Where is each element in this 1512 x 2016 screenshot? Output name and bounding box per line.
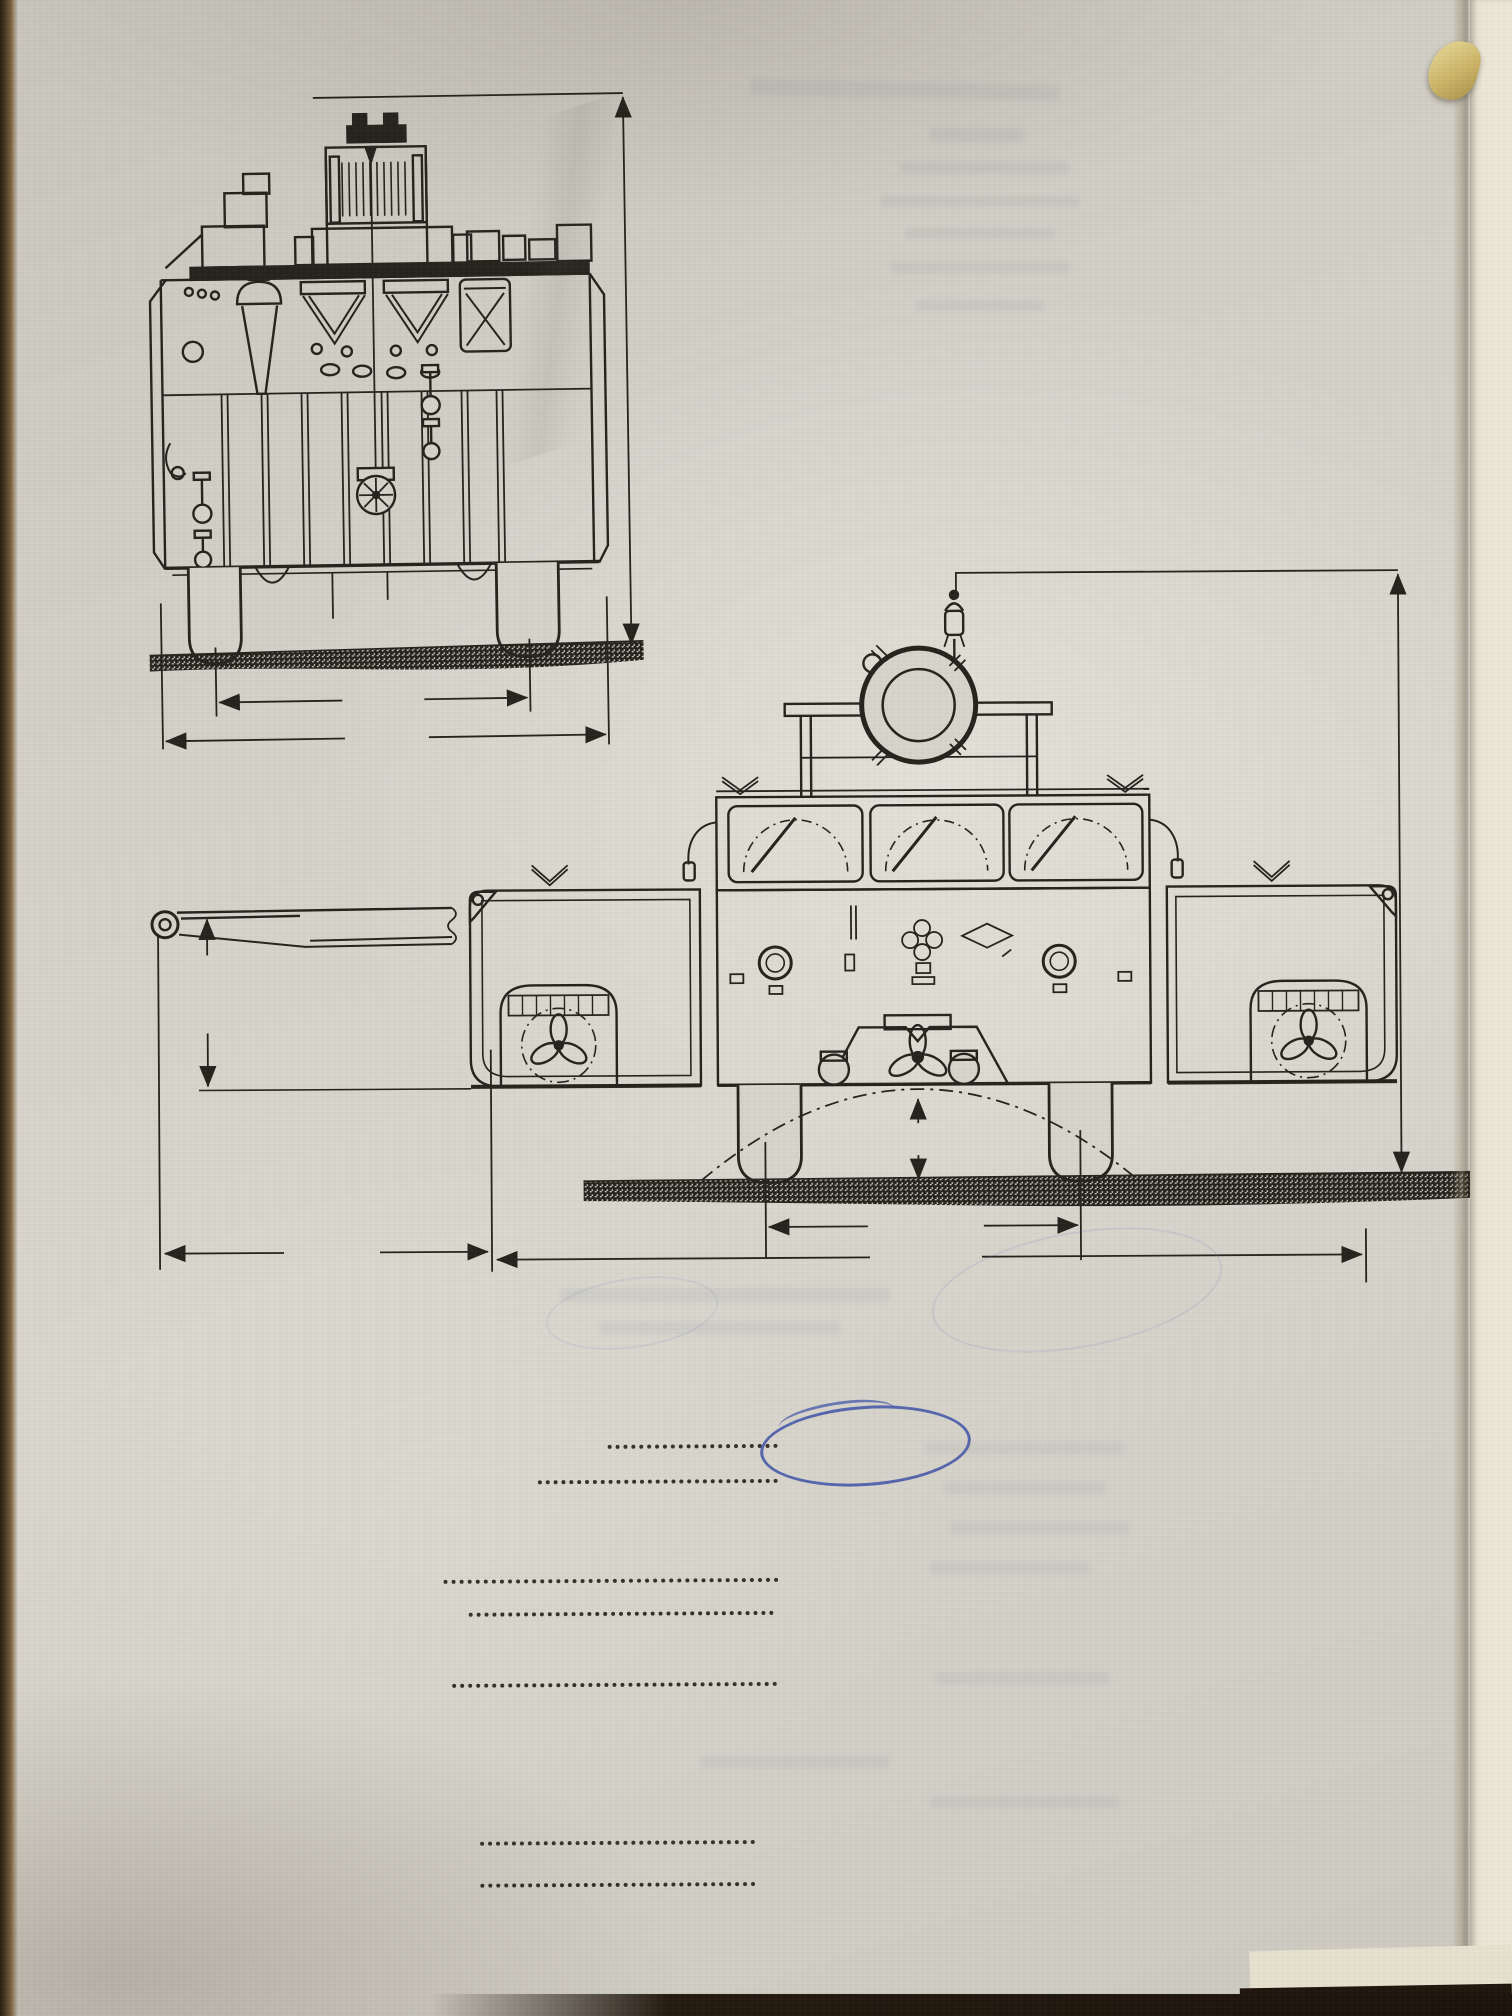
param-row <box>0 0 1506 1617</box>
param-row <box>0 0 1506 1449</box>
stern-lifering-frame <box>783 644 1053 798</box>
param-row <box>0 0 1506 1584</box>
stern-view-drawing <box>150 569 1472 1283</box>
page-left-edge <box>0 0 18 2016</box>
dotted-leader <box>443 1577 779 1584</box>
page-right-edge <box>1452 0 1470 2016</box>
param-row <box>0 0 1506 5</box>
tow-boom <box>150 906 457 948</box>
dotted-leader <box>452 1681 778 1688</box>
bow-superstructure <box>164 146 593 282</box>
stern-dimension-lines <box>157 918 1368 1283</box>
dotted-leader <box>468 1610 774 1617</box>
stern-propeller-center <box>817 1013 1010 1086</box>
dotted-leader <box>607 1443 778 1449</box>
stern-cab <box>682 773 1184 892</box>
page-bottom-edge <box>430 1994 1512 2016</box>
bow-wheels <box>186 562 561 665</box>
dotted-leader <box>480 1882 756 1888</box>
bow-view-drawing <box>148 92 644 750</box>
bow-ground <box>149 640 644 672</box>
param-row <box>0 0 1506 1688</box>
param-row <box>0 0 1506 1485</box>
param-row <box>0 0 1506 1846</box>
bow-dimension-lines <box>159 596 610 750</box>
param-row <box>0 0 1506 5</box>
stern-left-sponson <box>468 864 703 1089</box>
param-row <box>0 0 1506 5</box>
param-row <box>0 0 1506 1888</box>
dotted-leader <box>480 1840 756 1846</box>
belly-clearance-arc <box>700 1088 1137 1182</box>
stern-right-sponson <box>1165 860 1399 1085</box>
dotted-leader <box>537 1478 778 1485</box>
underlying-page <box>1470 0 1512 2016</box>
stern-ground <box>199 1088 1472 1207</box>
param-row <box>0 0 1506 5</box>
